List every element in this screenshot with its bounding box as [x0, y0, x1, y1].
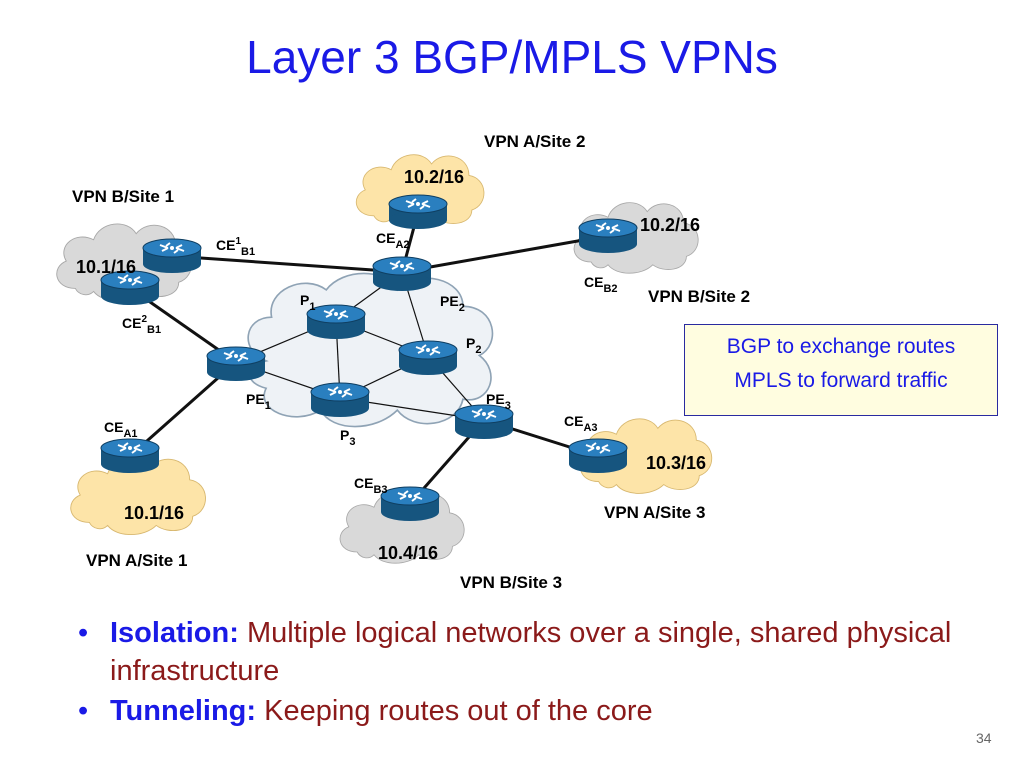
- bullet-icon: •: [78, 695, 89, 727]
- label-p1: P1: [300, 292, 315, 313]
- page-number: 34: [976, 730, 992, 746]
- label-ce1-b1: CE1B1: [216, 236, 255, 258]
- link-ceb2-pe2: [401, 234, 607, 274]
- router-icon: [388, 194, 448, 230]
- site-name-a1: VPN A/Site 1: [86, 551, 187, 570]
- router-icon: [372, 256, 432, 292]
- site-name-b1: VPN B/Site 1: [72, 187, 174, 206]
- link-ce1b1-pe2: [171, 254, 403, 274]
- site-name-b3: VPN B/Site 3: [460, 573, 562, 592]
- prefix-b2: 10.2/16: [640, 215, 700, 235]
- bullet-term: Tunneling:: [110, 695, 257, 727]
- router-icon: [398, 340, 458, 376]
- label-ce-a3: CEA3: [564, 413, 598, 434]
- vpn-diagram: VPN A/Site 2 VPN B/Site 1 VPN B/Site 2 V…: [55, 132, 750, 592]
- router-icon: [568, 438, 628, 474]
- label-pe2: PE2: [440, 293, 465, 314]
- site-name-a2: VPN A/Site 2: [484, 132, 585, 151]
- label-ce-b3: CEB3: [354, 475, 388, 496]
- bullet-icon: •: [78, 617, 89, 649]
- router-icon: [206, 346, 266, 382]
- label-ce-b2: CEB2: [584, 274, 618, 295]
- prefix-a2: 10.2/16: [404, 167, 464, 187]
- router-icon: [306, 304, 366, 340]
- router-icon: [578, 218, 638, 254]
- label-pe1: PE1: [246, 391, 271, 412]
- bullet-text: Keeping routes out of the core: [264, 695, 653, 727]
- bullet-text: Multiple logical networks over a single,…: [110, 617, 952, 687]
- site-name-b2: VPN B/Site 2: [648, 287, 750, 306]
- legend-line-bgp: BGP to exchange routes: [726, 335, 956, 358]
- prefix-b3: 10.4/16: [378, 543, 438, 563]
- bullet-list: • Isolation: Multiple logical networks o…: [78, 614, 978, 732]
- page-title: Layer 3 BGP/MPLS VPNs: [246, 31, 778, 83]
- prefix-b1: 10.1/16: [76, 257, 136, 277]
- bullet-term: Isolation:: [110, 617, 239, 649]
- router-icon: [380, 486, 440, 522]
- router-icon: [310, 382, 370, 418]
- router-icon: [100, 438, 160, 474]
- legend-box: BGP to exchange routes MPLS to forward t…: [684, 324, 998, 416]
- label-ce-a2: CEA2: [376, 230, 410, 251]
- label-p3: P3: [340, 427, 355, 448]
- legend-line-mpls: MPLS to forward traffic: [734, 369, 948, 392]
- label-ce-a1: CEA1: [104, 419, 138, 440]
- label-ce2-b1: CE2B1: [122, 314, 161, 336]
- router-icon: [142, 238, 202, 274]
- prefix-a1: 10.1/16: [124, 503, 184, 523]
- site-name-a3: VPN A/Site 3: [604, 503, 705, 522]
- prefix-a3: 10.3/16: [646, 453, 706, 473]
- bullet-item-tunneling: • Tunneling: Keeping routes out of the c…: [78, 692, 978, 730]
- label-pe3: PE3: [486, 391, 511, 412]
- bullet-item-isolation: • Isolation: Multiple logical networks o…: [78, 614, 978, 690]
- label-p2: P2: [466, 335, 481, 356]
